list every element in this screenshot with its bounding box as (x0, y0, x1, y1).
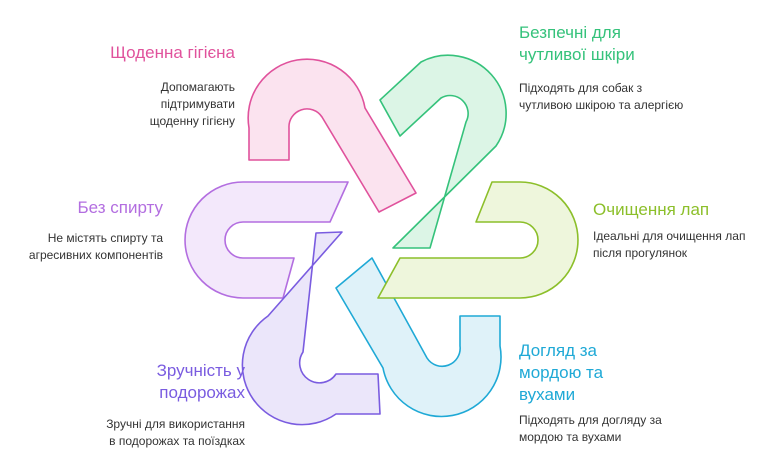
loop-sensitive-skin-shape (379, 54, 507, 249)
desc-alcohol-free: Не містять спирту та агресивних компонен… (28, 231, 163, 262)
loop-daily-hygiene-shape (247, 58, 417, 213)
loop-paws (377, 181, 579, 299)
desc-travel: Зручні для використання в подорожах та п… (106, 417, 245, 448)
desc-daily-hygiene: Допомагають підтримувати щоденну гігієну (149, 80, 235, 128)
desc-sensitive-skin: Підходять для собак з чутливою шкірою та… (519, 81, 684, 112)
loop-alcohol-free-shape (184, 181, 349, 299)
loop-sensitive-skin (379, 54, 507, 249)
loop-daily-hygiene (247, 58, 417, 213)
title-alcohol-free: Без спирту (77, 198, 163, 217)
loop-face-ears-shape (335, 257, 502, 418)
loop-alcohol-free (184, 181, 349, 299)
title-paws: Очищення лап (593, 200, 710, 219)
title-travel: Зручність у подорожах (156, 361, 245, 402)
desc-face-ears: Підходять для догляду за мордою та вухам… (519, 413, 662, 444)
loop-face-ears (335, 257, 502, 418)
title-sensitive-skin: Безпечні для чутливої шкіри (519, 23, 635, 64)
title-daily-hygiene: Щоденна гігієна (110, 43, 235, 62)
loop-paws-shape (377, 181, 579, 299)
loop-travel (241, 231, 381, 426)
desc-paws: Ідеальні для очищення лап після прогулян… (593, 229, 746, 260)
title-face-ears: Догляд за мордою та вухами (519, 341, 604, 404)
loop-travel-shape (241, 231, 381, 426)
